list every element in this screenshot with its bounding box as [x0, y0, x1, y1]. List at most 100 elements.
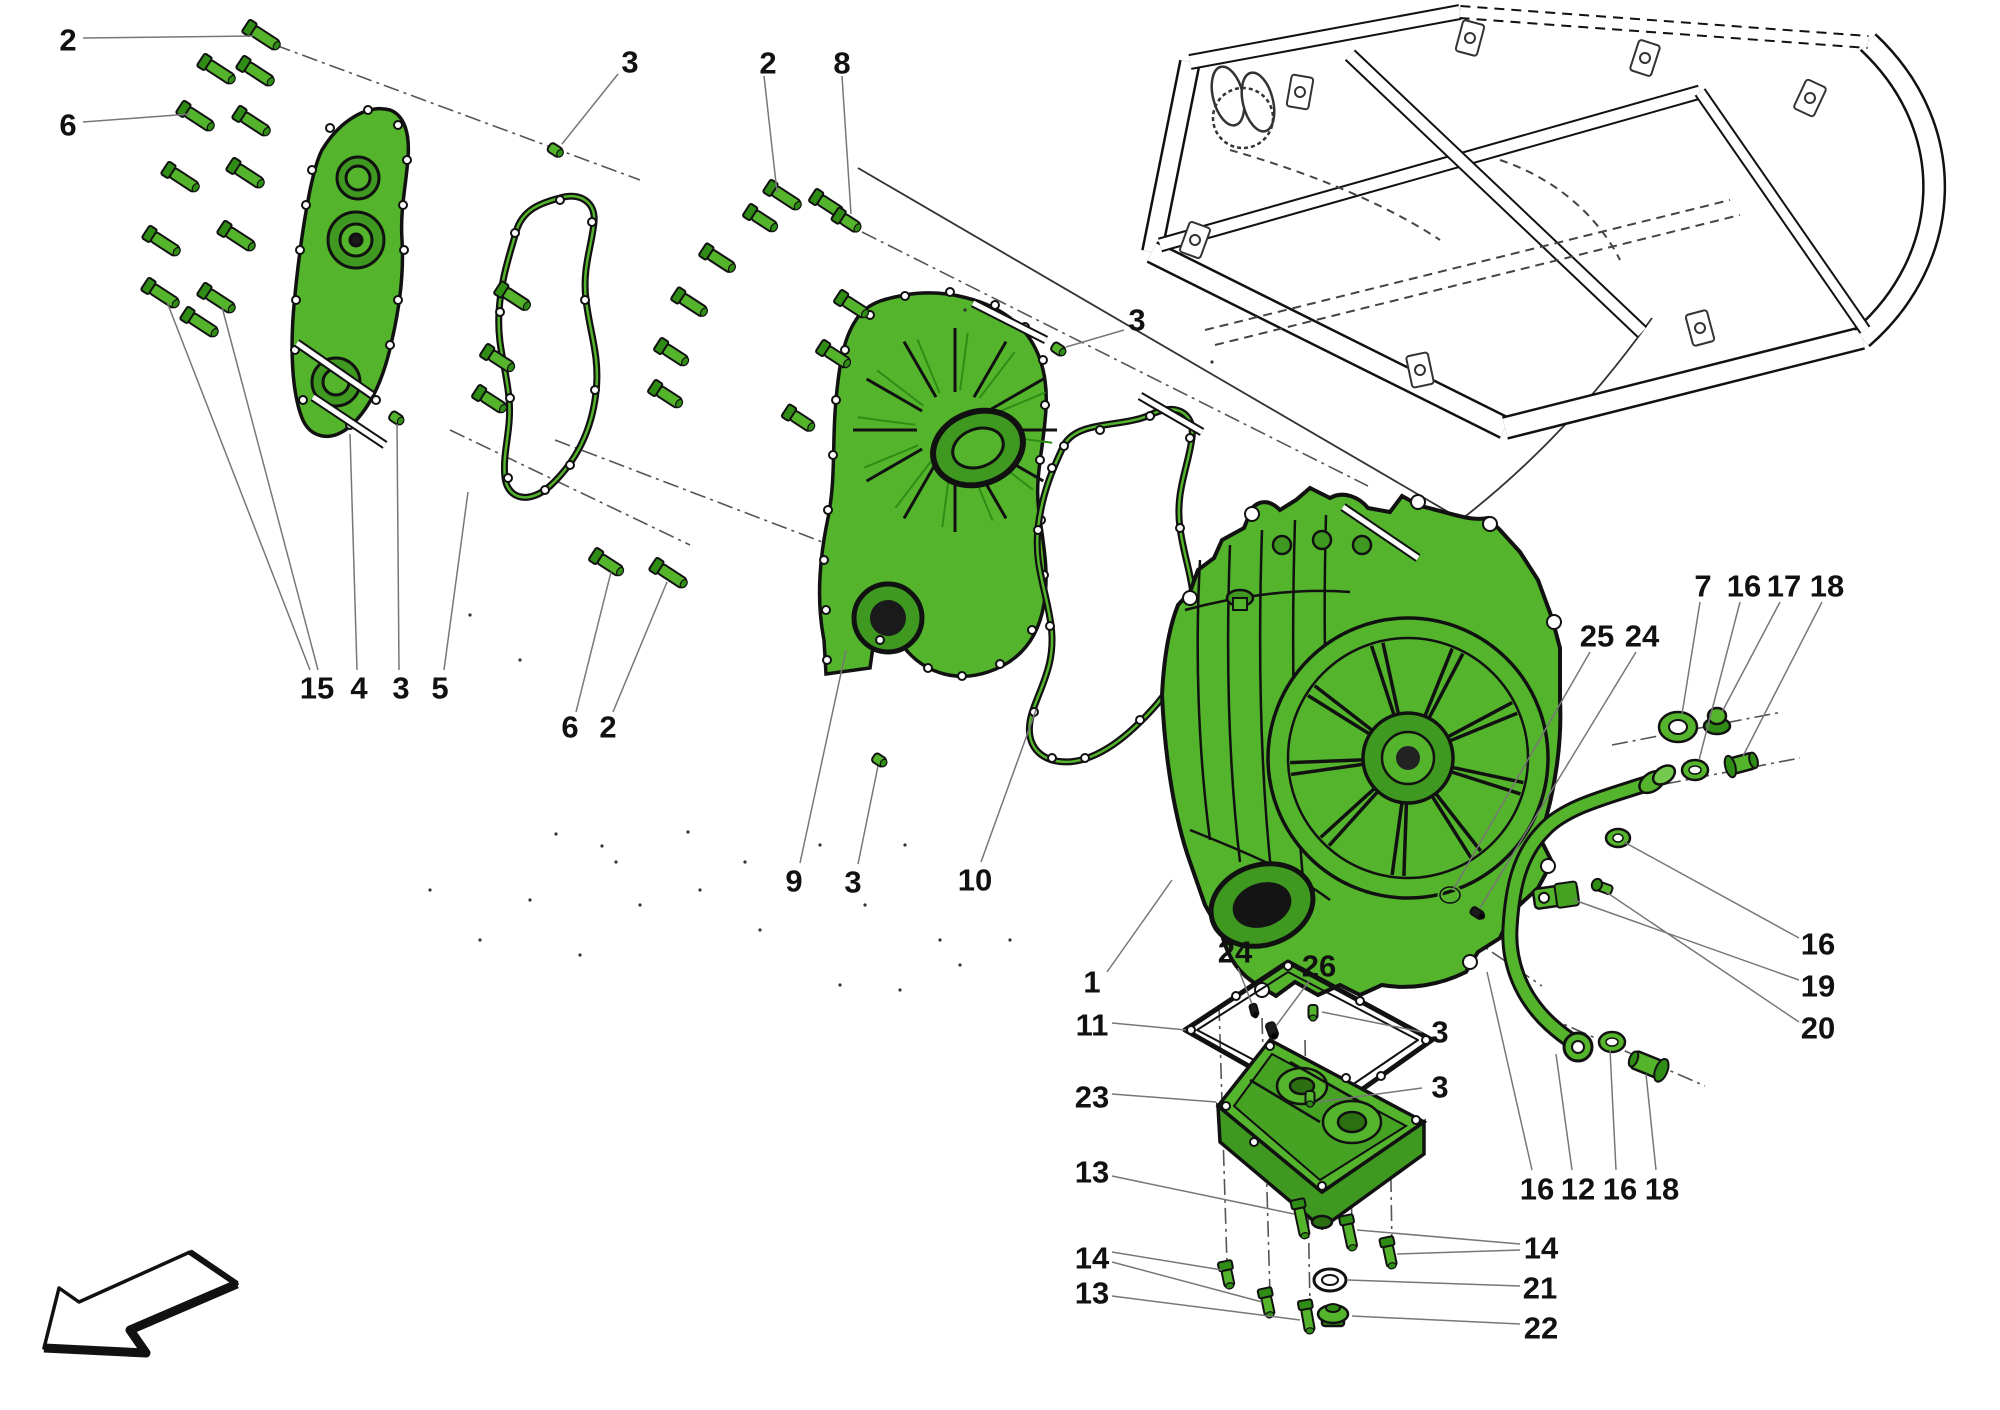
callout-label: 1 [1083, 965, 1100, 1000]
leader-line [1645, 1073, 1657, 1171]
leader-line [763, 75, 778, 193]
leader-line [799, 649, 847, 864]
leader-line [1721, 601, 1781, 713]
bolt [231, 104, 271, 137]
leader-line [1351, 1315, 1521, 1325]
callout-label: 6 [59, 108, 76, 143]
front-cover-bolt-holes [290, 105, 412, 430]
leader-line [1609, 1049, 1617, 1171]
leader-line [980, 709, 1037, 863]
leader-line [221, 306, 319, 671]
frame-brackets [1179, 19, 1827, 389]
plug-nut-17 [1702, 706, 1732, 736]
leader-line [1111, 1022, 1187, 1031]
middle-cover-bolt-holes [819, 287, 1050, 681]
callout-label: 3 [1128, 303, 1145, 338]
stud-shafts [294, 339, 388, 449]
leader-line [1396, 1249, 1521, 1255]
callout-label: 3 [621, 45, 638, 80]
leader-line [1106, 879, 1173, 973]
callout-label: 20 [1801, 1011, 1835, 1046]
bolt [196, 52, 236, 85]
dowel-pin [1265, 1021, 1279, 1040]
union-18-upper [1723, 751, 1759, 779]
small-fittings [1312, 706, 1759, 1328]
bolt [647, 379, 684, 409]
callout-label: 8 [833, 46, 850, 81]
callout-label: 3 [1431, 1015, 1448, 1050]
fastener-bolts [140, 18, 1486, 1335]
bolt [833, 289, 870, 319]
leader-line [1452, 651, 1591, 891]
frame-tubes [1141, 4, 1946, 440]
callout-label: 14 [1075, 1241, 1110, 1276]
callout-label: 14 [1524, 1231, 1559, 1266]
leader-line [1698, 601, 1741, 761]
callout-label: 5 [431, 671, 448, 706]
leader-line [1111, 1295, 1301, 1321]
dowel-pin [1304, 1090, 1316, 1108]
leader-line [1479, 651, 1637, 909]
leader-line [1356, 1229, 1521, 1245]
callout-label: 16 [1603, 1172, 1637, 1207]
bolt [1338, 1213, 1358, 1252]
callout-label: 3 [392, 671, 409, 706]
bolt [179, 305, 219, 338]
leader-line [1065, 329, 1125, 348]
bolt [815, 339, 852, 369]
leader-line [1573, 899, 1800, 981]
chassis-frame [1141, 4, 1946, 440]
leader-line [575, 571, 612, 713]
callout-label: 15 [300, 671, 334, 706]
callout-label: 2 [599, 710, 616, 745]
bolt [493, 280, 532, 311]
dowel-pin [871, 752, 888, 768]
bolt [140, 276, 180, 309]
leader-line [1111, 1093, 1217, 1103]
bolt [1289, 1197, 1311, 1240]
bolt [141, 224, 181, 257]
stud-shaft [1137, 392, 1205, 436]
washer-16-mid [1604, 827, 1632, 849]
bolt [196, 281, 236, 314]
dowel-pin [1469, 906, 1486, 920]
callout-label: 4 [350, 671, 368, 706]
callout-label: 3 [844, 865, 861, 900]
leader-line [82, 113, 191, 123]
washer-16-lower [1597, 1030, 1627, 1054]
leader-line [857, 765, 879, 865]
callout-label: 25 [1580, 619, 1614, 654]
leader-line [1275, 979, 1311, 1027]
callout-label: 13 [1075, 1155, 1109, 1190]
washer-16-upper [1680, 758, 1710, 782]
leader-line [1605, 891, 1800, 1023]
screw-20 [1590, 877, 1614, 896]
bolt [160, 160, 200, 193]
clamp-19 [1531, 880, 1580, 910]
direction-arrow [42, 1249, 239, 1358]
leader-line [1486, 971, 1533, 1171]
dowel-pin [1248, 1002, 1260, 1019]
washer-21 [1312, 1267, 1348, 1293]
leader-line [166, 301, 311, 671]
drain-boss [1310, 1214, 1334, 1230]
front-cover-gasket [495, 192, 601, 501]
leader-line [1681, 601, 1701, 715]
bolt [588, 547, 625, 577]
dowel-pin [388, 410, 405, 426]
callout-label: 21 [1523, 1271, 1557, 1306]
bolt [653, 337, 690, 367]
callout-label: 18 [1645, 1172, 1679, 1207]
bolt [830, 206, 862, 233]
callout-label: 12 [1561, 1172, 1595, 1207]
bolt [479, 343, 516, 373]
ring-25 [1437, 884, 1463, 906]
middle-cover-plate [817, 287, 1057, 681]
callout-label: 17 [1767, 569, 1801, 604]
bolt [241, 18, 281, 51]
dowel-pin [1307, 1004, 1319, 1022]
leader-line [841, 75, 852, 215]
leader-line [612, 581, 668, 713]
callout-label: 16 [1801, 927, 1835, 962]
texture-dots [428, 308, 1214, 992]
